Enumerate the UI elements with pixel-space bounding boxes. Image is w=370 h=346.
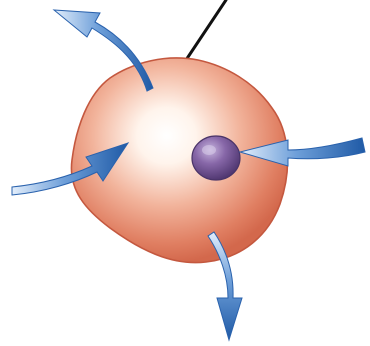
nucleus <box>192 136 240 180</box>
leader-line <box>186 0 226 60</box>
